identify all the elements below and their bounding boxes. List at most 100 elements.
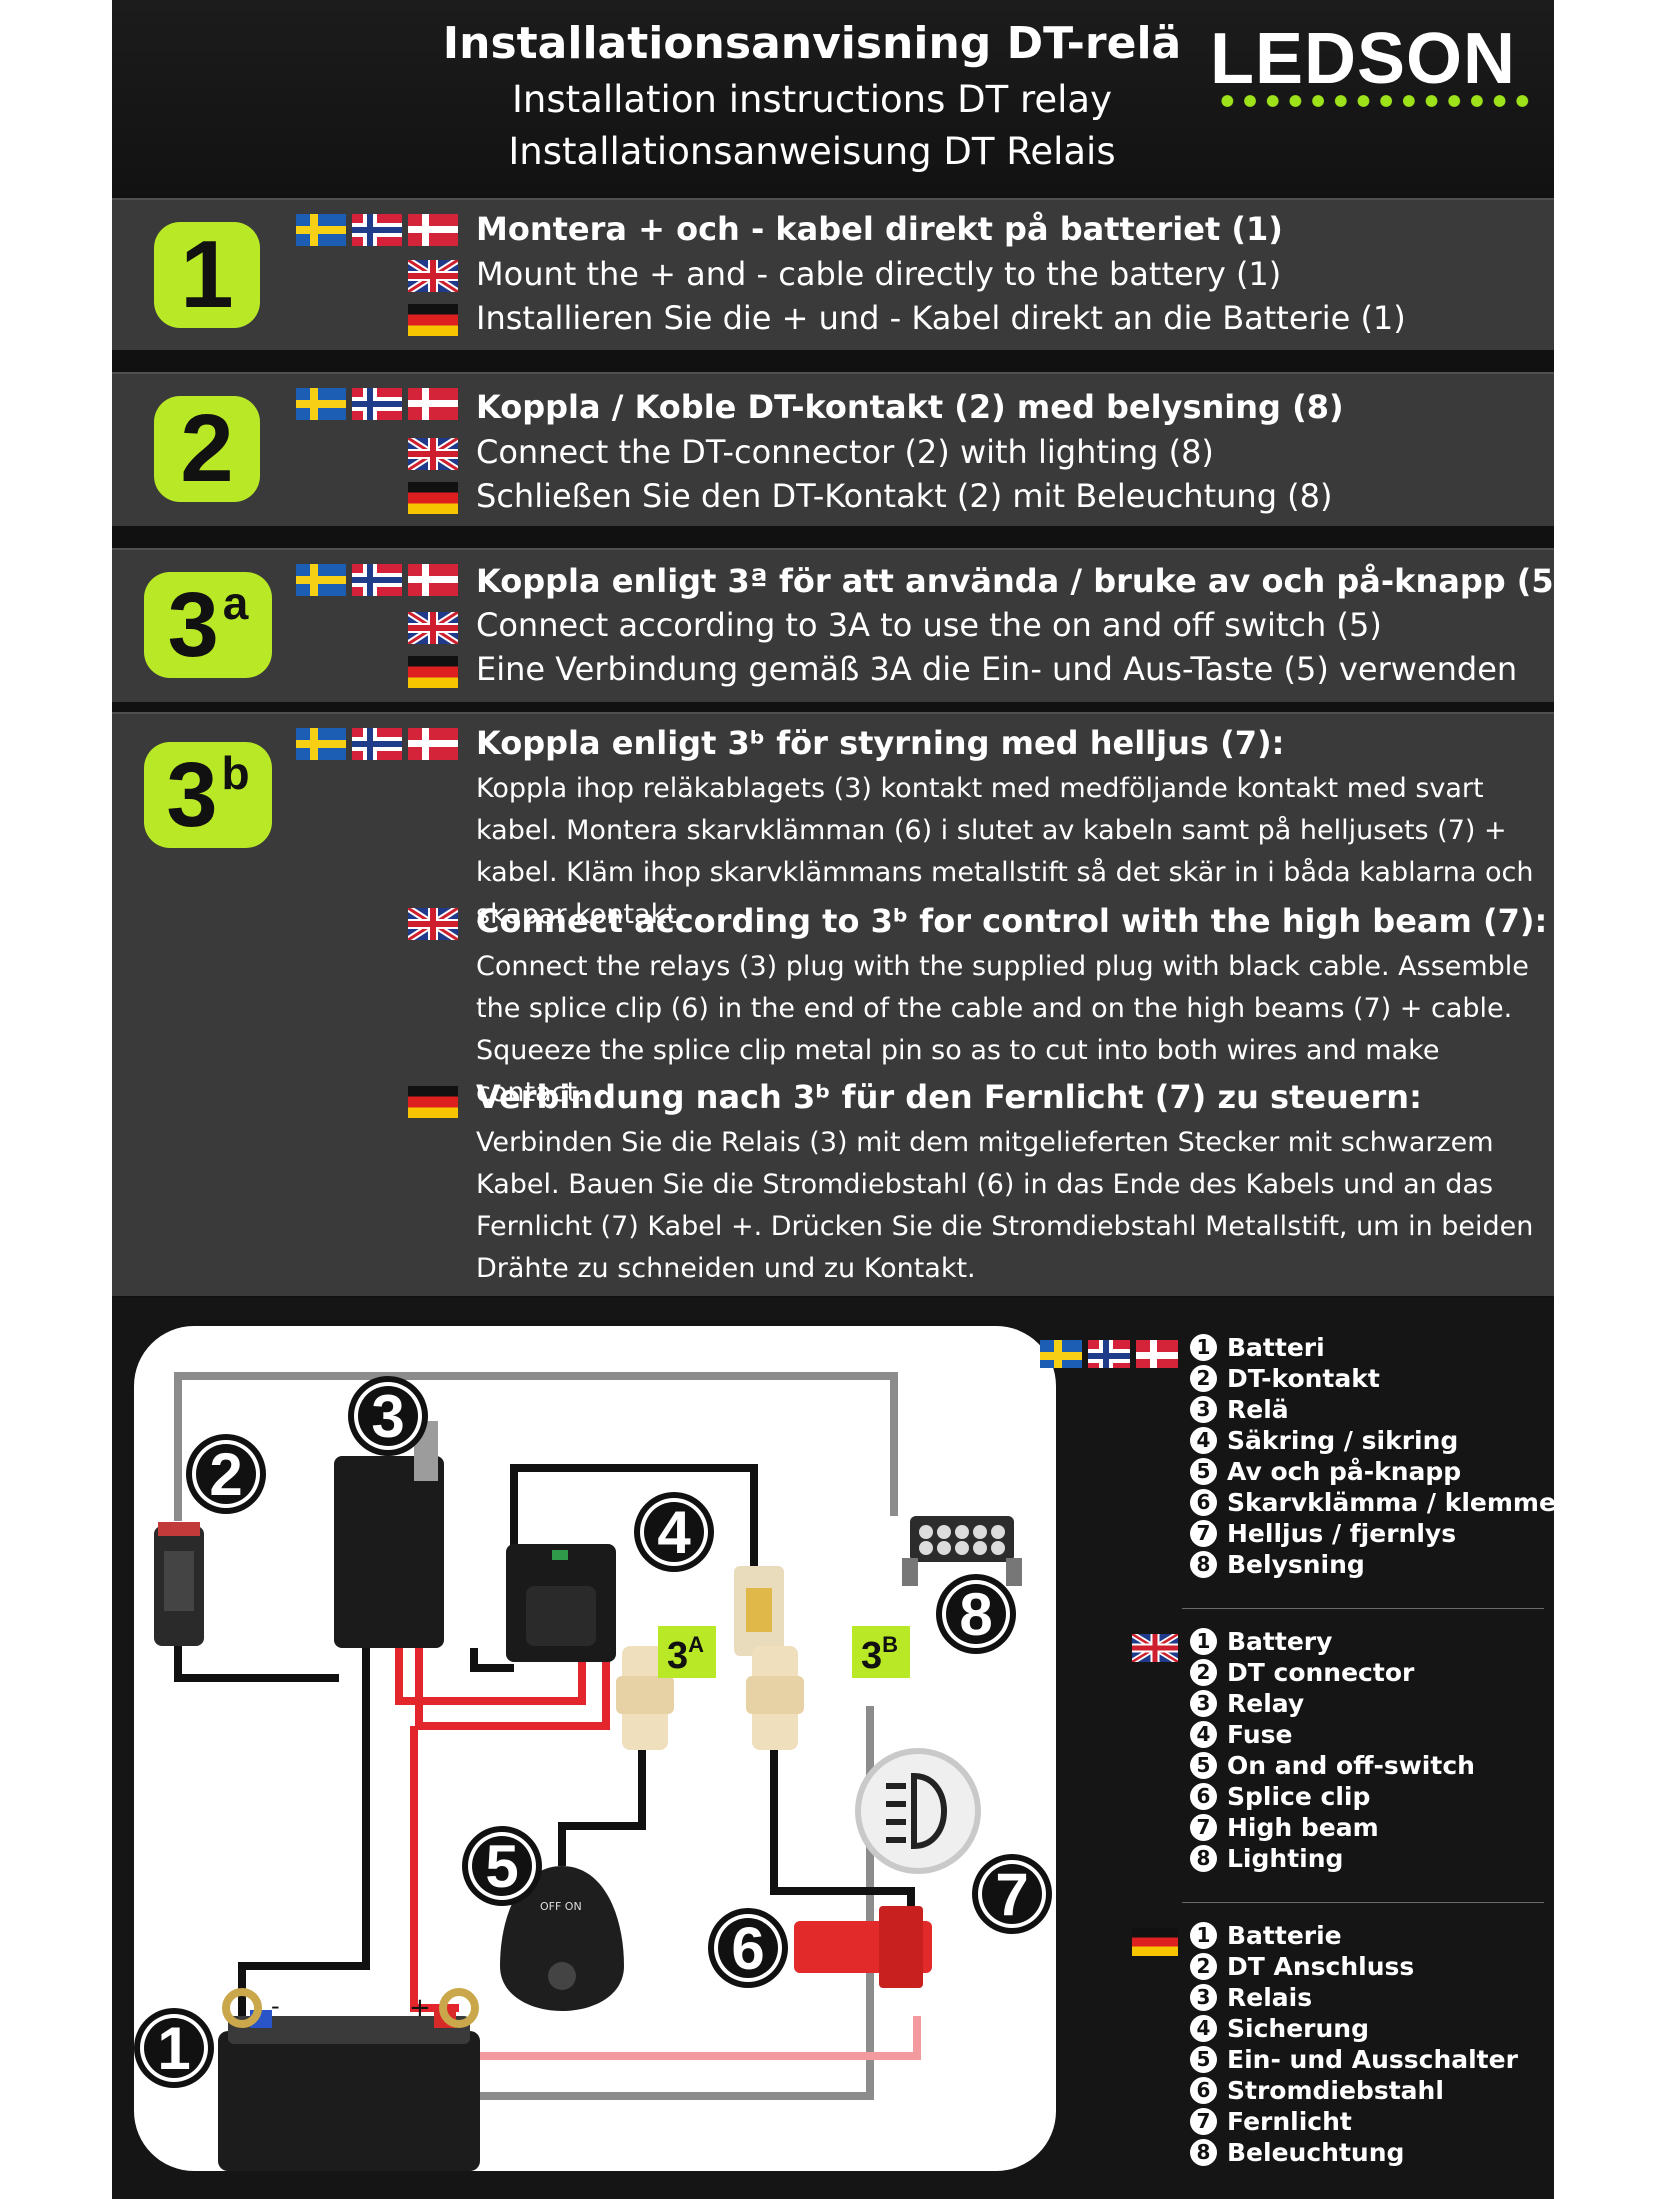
- flags-nordic: [296, 564, 458, 596]
- step-3b-german-body: Verbinden Sie die Relais (3) mit dem mit…: [476, 1127, 1534, 1284]
- black-wire-fuse-top: [510, 1464, 758, 1576]
- label-8: 8: [959, 1581, 992, 1648]
- step-1-english: Mount the + and - cable directly to the …: [476, 255, 1282, 293]
- switch-label: OFF ON: [540, 1900, 582, 1913]
- label-1: 1: [157, 2015, 190, 2082]
- flags-nordic: [296, 728, 458, 760]
- germany-flag-icon: [408, 656, 458, 688]
- splice-connector-top: [734, 1566, 784, 1656]
- battery: [218, 1988, 480, 2171]
- step-1-german: Installieren Sie die + und - Kabel direk…: [476, 299, 1406, 337]
- step-badge-1: 1: [154, 221, 260, 328]
- step-3b-swedish-body: Koppla ihop reläkablagets (3) kontakt me…: [476, 773, 1534, 930]
- uk-flag-icon: [408, 612, 458, 644]
- tag-3a-bg: [658, 1626, 716, 1678]
- splice-clip: [794, 1906, 932, 1988]
- denmark-flag-icon: [1136, 1340, 1178, 1368]
- black-wire-negative: [238, 1648, 370, 2016]
- sweden-flag-icon: [296, 214, 346, 246]
- sweden-flag-icon: [296, 728, 346, 760]
- step-3b-german-heading: Verbindung nach 3ᵇ für den Fernlicht (7)…: [476, 1078, 1422, 1116]
- black-wire-relay-fuse: [470, 1648, 514, 1672]
- high-beam-icon: [855, 1748, 981, 1874]
- plus-label: +: [409, 1993, 431, 2023]
- fuse-holder: [506, 1544, 616, 1662]
- black-wire-3a: [558, 1746, 646, 1866]
- sweden-flag-icon: [296, 564, 346, 596]
- germany-flag-icon: [408, 482, 458, 514]
- legend-divider: [1182, 1608, 1544, 1609]
- label-5: 5: [485, 1833, 518, 1900]
- norway-flag-icon: [1088, 1340, 1130, 1368]
- minus-label: -: [271, 1992, 280, 2020]
- step-2-german: Schließen Sie den DT-Kontakt (2) mit Bel…: [476, 477, 1333, 515]
- flags-nordic: [296, 388, 458, 420]
- title-german: Installationsanweisung DT Relais: [508, 130, 1116, 173]
- sweden-flag-icon: [1040, 1340, 1082, 1368]
- denmark-flag-icon: [408, 728, 458, 760]
- step-3a-german: Eine Verbindung gemäß 3A die Ein- und Au…: [476, 650, 1518, 688]
- dt-connector: [154, 1522, 204, 1646]
- denmark-flag-icon: [408, 388, 458, 420]
- title-swedish: Installationsanvisning DT-relä: [442, 18, 1182, 69]
- legend-divider: [1182, 1902, 1544, 1903]
- logo-dots: [1216, 94, 1534, 108]
- uk-flag-icon: [1132, 1634, 1178, 1662]
- grey-wire-top: [174, 1372, 898, 1521]
- label-2: 2: [209, 1441, 242, 1508]
- step-3b-swedish-heading: Koppla enligt 3ᵇ för styrning med hellju…: [476, 724, 1285, 762]
- step-3a-swedish: Koppla enligt 3ª för att använda / bruke…: [476, 562, 1554, 600]
- step-2: 2 Koppla / Koble DT-kontakt (2) med bely…: [112, 372, 1554, 526]
- black-wires: [174, 1464, 915, 2016]
- label-6: 6: [731, 1915, 764, 1982]
- tag-3b: 3B: [861, 1632, 898, 1677]
- tag-3a: 3A: [667, 1632, 704, 1677]
- light-bar: [902, 1516, 1022, 1586]
- step-2-swedish: Koppla / Koble DT-kontakt (2) med belysn…: [476, 388, 1344, 426]
- denmark-flag-icon: [408, 214, 458, 246]
- norway-flag-icon: [352, 388, 402, 420]
- connector-3b: [746, 1646, 804, 1750]
- uk-flag-icon: [408, 908, 458, 940]
- sweden-flag-icon: [296, 388, 346, 420]
- step-3b-english-body: Connect the relays (3) plug with the sup…: [476, 951, 1529, 1108]
- step-1: 1 Montera + och - kabel direkt på batter…: [112, 198, 1554, 350]
- red-wire-relay-fuse: [395, 1648, 586, 1705]
- legend-flags-nordic: [1040, 1340, 1178, 1368]
- relay: [334, 1421, 444, 1648]
- label-3: 3: [371, 1383, 404, 1450]
- germany-flag-icon: [408, 304, 458, 336]
- norway-flag-icon: [352, 728, 402, 760]
- uk-flag-icon: [408, 260, 458, 292]
- germany-flag-icon: [408, 1086, 458, 1118]
- title-english: Installation instructions DT relay: [512, 78, 1112, 121]
- uk-flag-icon: [408, 438, 458, 470]
- ledson-logo: LEDSON: [1210, 19, 1517, 99]
- step-3a-english: Connect according to 3A to use the on an…: [476, 606, 1382, 644]
- connector-3a: [616, 1646, 674, 1750]
- wiring-diagram: 3A 3B: [134, 1326, 1056, 2171]
